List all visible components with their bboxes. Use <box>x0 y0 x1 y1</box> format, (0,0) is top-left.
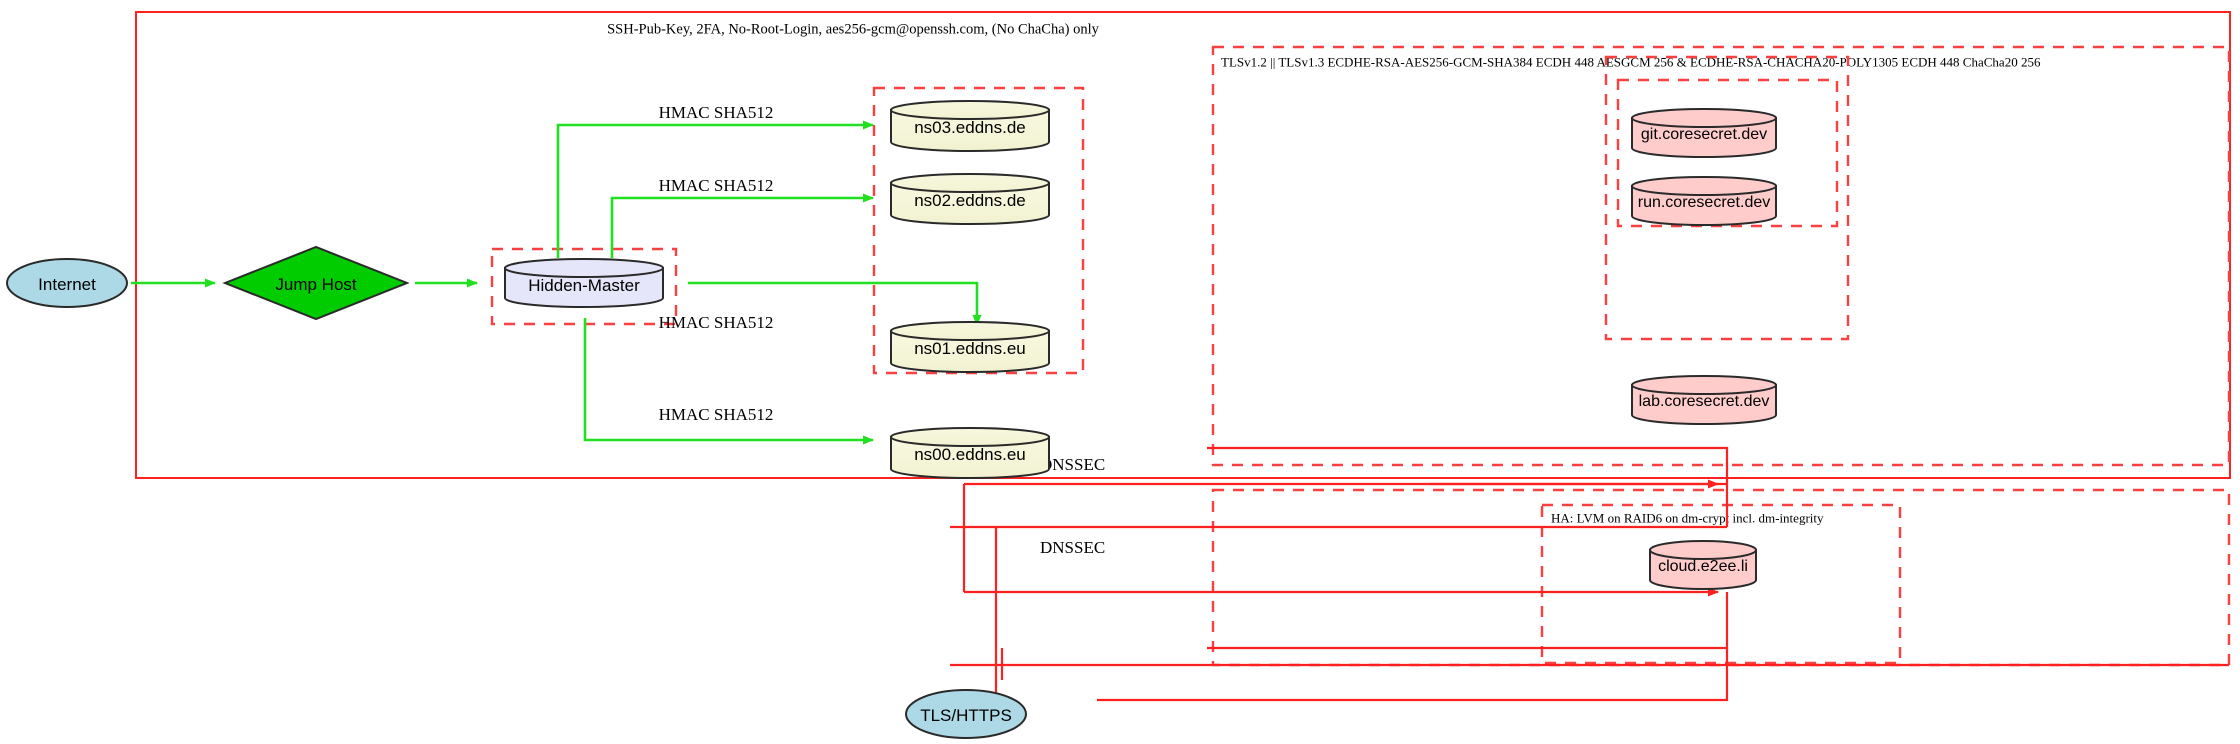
ssh-cluster-label: SSH-Pub-Key, 2FA, No-Root-Login, aes256-… <box>607 22 1100 38</box>
dnssec-region-box <box>1211 488 2231 667</box>
edge-master-to-ns03 <box>556 120 874 258</box>
ns03-cylinder-body <box>890 109 1050 152</box>
ns00-label: ns00.eddns.eu <box>914 445 1026 464</box>
edge-master-to-ns02 <box>610 193 874 258</box>
git-label: git.coresecret.dev <box>1641 126 1767 143</box>
node-ns02[interactable]: ns02.eddns.de <box>890 173 1050 225</box>
edge-label-hmac-ns02: HMAC SHA512 <box>659 176 774 195</box>
edge-label-dnssec-lower: DNSSEC <box>1040 538 1105 557</box>
node-git-coresecret[interactable]: git.coresecret.dev <box>1631 108 1777 158</box>
hidden-master-cylinder-body <box>504 267 664 308</box>
run-label: run.coresecret.dev <box>1638 194 1771 211</box>
ns01-cylinder-top <box>890 321 1050 341</box>
tls-https-label: TLS/HTTPS <box>920 706 1012 725</box>
ns01-cylinder-body <box>890 330 1050 373</box>
edge-master-to-ns00 <box>583 318 874 445</box>
edge-tlshttps-right <box>1097 648 1729 702</box>
ssh-cluster-box <box>135 11 2231 479</box>
node-ns00[interactable]: ns00.eddns.eu <box>890 427 1050 479</box>
lab-cylinder-top <box>1631 375 1777 395</box>
services-inner-cluster-box <box>1616 78 1839 228</box>
ns02-cylinder-top <box>890 173 1050 193</box>
hidden-master-cylinder-top <box>504 258 664 278</box>
internet-label: Internet <box>38 275 96 294</box>
jump-host-label: Jump Host <box>275 275 357 294</box>
ns02-cylinder-body <box>890 182 1050 225</box>
services-cluster-box <box>1604 55 1850 341</box>
ns03-label: ns03.eddns.de <box>914 118 1026 137</box>
node-ns01[interactable]: ns01.eddns.eu <box>890 321 1050 373</box>
ns01-label: ns01.eddns.eu <box>914 339 1026 358</box>
git-cylinder-body <box>1631 117 1777 158</box>
tls-https-ellipse <box>905 689 1027 739</box>
node-hidden-master[interactable]: Hidden-Master <box>504 258 664 308</box>
cloud-cylinder-body <box>1649 549 1757 590</box>
edge-storage-stub <box>1207 592 1729 650</box>
node-lab-coresecret[interactable]: lab.coresecret.dev <box>1631 375 1777 425</box>
node-internet[interactable]: Internet <box>6 258 128 308</box>
node-jump-host[interactable]: Jump Host <box>222 245 410 321</box>
node-tls-https[interactable]: TLS/HTTPS <box>905 689 1027 739</box>
cloud-label: cloud.e2ee.li <box>1658 558 1748 575</box>
node-run-coresecret[interactable]: run.coresecret.dev <box>1631 176 1777 226</box>
hidden-master-label: Hidden-Master <box>528 276 640 295</box>
cloud-cylinder-top <box>1649 540 1757 560</box>
lab-label: lab.coresecret.dev <box>1639 393 1770 410</box>
node-cloud-e2ee[interactable]: cloud.e2ee.li <box>1649 540 1757 590</box>
edge-label-hmac-ns03: HMAC SHA512 <box>659 103 774 122</box>
run-cylinder-body <box>1631 185 1777 226</box>
edge-label-hmac-ns00: HMAC SHA512 <box>659 405 774 424</box>
jump-host-diamond <box>222 245 410 321</box>
ns00-cylinder-body <box>890 436 1050 479</box>
git-cylinder-top <box>1631 108 1777 128</box>
edge-label-hmac-ns01: HMAC SHA512 <box>659 313 774 332</box>
ns00-cylinder-top <box>890 427 1050 447</box>
ha-cluster-label: HA: LVM on RAID6 on dm-crypt incl. dm-in… <box>1551 511 1824 526</box>
tls-cluster-box <box>1211 45 2231 467</box>
ns03-cylinder-top <box>890 100 1050 120</box>
lab-cylinder-body <box>1631 384 1777 425</box>
dns-cluster-box <box>872 86 1085 375</box>
edge-master-to-ns01 <box>688 281 982 326</box>
internet-ellipse <box>6 258 128 308</box>
node-ns03[interactable]: ns03.eddns.de <box>890 100 1050 152</box>
edge-label-dnssec-upper: DNSSEC <box>1040 455 1105 474</box>
tls-cluster-label: TLSv1.2 || TLSv1.3 ECDHE-RSA-AES256-GCM-… <box>1221 55 2041 70</box>
run-cylinder-top <box>1631 176 1777 196</box>
ns02-label: ns02.eddns.de <box>914 191 1026 210</box>
